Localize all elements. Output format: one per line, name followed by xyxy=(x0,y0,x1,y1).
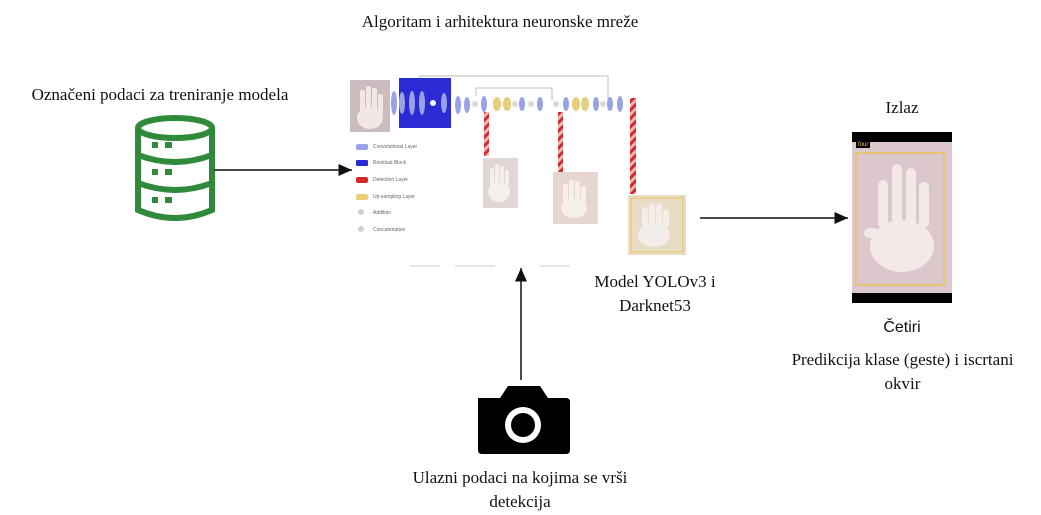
legend-label-detection: Detection Layer xyxy=(373,177,409,183)
legend-label-conv: Convolutional Layer xyxy=(373,144,418,150)
training-data-label: Označeni podaci za treniranje modela xyxy=(31,85,289,104)
architecture-title: Algoritam i arhitektura neuronske mreže xyxy=(361,12,639,31)
output-image: four xyxy=(852,132,952,303)
detection-layer-2 xyxy=(558,112,563,172)
camera-icon xyxy=(478,386,570,454)
output-class-label: Četiri xyxy=(883,319,921,336)
legend xyxy=(356,144,368,232)
detection-hand-thumbnail-2 xyxy=(553,172,598,224)
output-bounding-box xyxy=(855,152,945,286)
detection-hand-thumbnail-1 xyxy=(483,158,518,208)
output-title: Izlaz xyxy=(885,98,919,117)
database-icon xyxy=(135,115,215,221)
upsample-layers xyxy=(493,97,589,111)
input-description: Ulazni podaci na kojima se vrši detekcij… xyxy=(412,468,628,511)
input-hand-thumbnail xyxy=(350,80,390,132)
output-description: Predikcija klase (geste) i iscrtani okvi… xyxy=(791,350,1014,393)
detection-layer-1 xyxy=(484,112,489,156)
conv-layers xyxy=(391,91,623,115)
model-label: Model YOLOv3 i Darknet53 xyxy=(594,272,716,315)
addition-nodes xyxy=(472,101,606,107)
output-class-tag: four xyxy=(856,142,871,148)
output-image-frame: four xyxy=(852,142,952,293)
legend-label-addition: Addition xyxy=(373,210,392,216)
legend-label-upsample: Up-sampling Layer xyxy=(373,194,415,200)
detection-hand-thumbnail-3 xyxy=(628,195,686,255)
legend-label-concatenation: Concatenation xyxy=(373,227,406,233)
legend-label-residual: Residual Block xyxy=(373,160,407,166)
detection-layer-3 xyxy=(630,98,636,194)
output-hand xyxy=(855,152,945,286)
